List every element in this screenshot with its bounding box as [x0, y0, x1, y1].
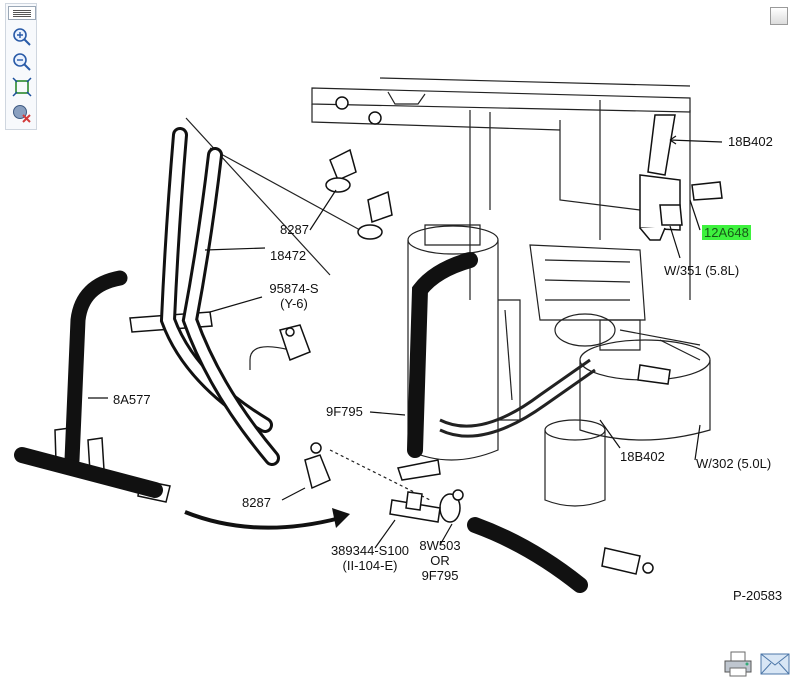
leader-lines [88, 135, 723, 549]
fullscreen-button[interactable] [770, 7, 788, 25]
callout-95874: 95874-S (Y-6) [262, 281, 326, 311]
callout-8W503-alt: 9F795 [421, 568, 459, 583]
callout-389344-spec: (II-104-E) [342, 558, 398, 573]
engine-outline [185, 77, 711, 507]
callout-w302: W/302 (5.0L) [696, 456, 772, 471]
callout-95874-part: 95874-S [269, 281, 319, 296]
callout-8287-bottom: 8287 [242, 495, 271, 510]
callout-8W503: 8W503 OR 9F795 [414, 538, 466, 583]
zoom-in-icon[interactable] [12, 27, 32, 47]
callout-8A577: 8A577 [113, 392, 151, 407]
callout-12A648[interactable]: 12A648 [702, 225, 751, 240]
callout-8W503-or: OR [430, 553, 450, 568]
email-icon[interactable] [760, 652, 790, 676]
callout-18472: 18472 [270, 248, 307, 263]
callout-389344-part: 389344-S100 [330, 543, 410, 558]
callout-9F795-left: 9F795 [326, 404, 363, 419]
callout-18B402-top: 18B402 [728, 134, 773, 149]
reset-zoom-icon[interactable] [12, 104, 32, 124]
hoses [14, 127, 588, 593]
fit-page-icon[interactable] [12, 77, 32, 97]
zoom-toolbar [5, 3, 37, 130]
callout-8287-top: 8287 [280, 222, 309, 237]
callout-389344: 389344-S100 (II-104-E) [324, 543, 416, 573]
zoom-out-icon[interactable] [12, 52, 32, 72]
direction-arrow [184, 508, 350, 530]
callout-18B402-bottom: 18B402 [620, 449, 665, 464]
callout-12A648-highlight[interactable]: 12A648 [702, 225, 751, 240]
callout-8W503-part: 8W503 [419, 538, 461, 553]
clamps [54, 96, 723, 575]
menu-icon[interactable] [8, 6, 36, 20]
figure-id: P-20583 [733, 588, 783, 603]
print-icon[interactable] [722, 650, 754, 678]
callout-95874-spec: (Y-6) [280, 296, 308, 311]
callout-w351: W/351 (5.8L) [664, 263, 740, 278]
